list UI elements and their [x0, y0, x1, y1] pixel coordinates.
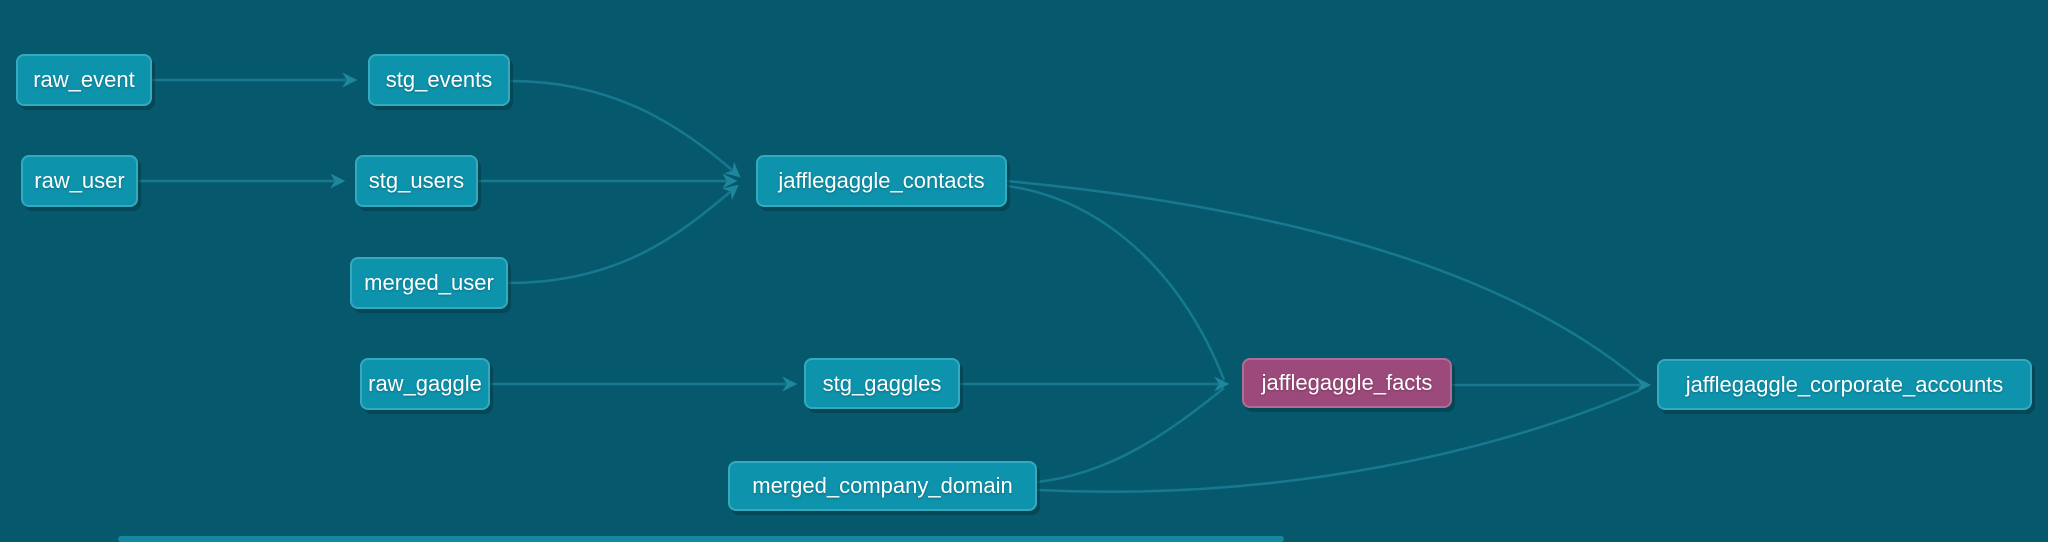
edge-merged_user-to-jafflegaggle_contacts: [507, 184, 739, 285]
node-raw_gaggle[interactable]: raw_gaggle: [360, 358, 490, 410]
horizontal-scrollbar[interactable]: [118, 536, 1284, 542]
edge-stg_events-to-jafflegaggle_contacts: [509, 79, 741, 178]
node-raw_user[interactable]: raw_user: [21, 155, 138, 207]
node-merged_company_domain[interactable]: merged_company_domain: [728, 461, 1037, 511]
edge-merged_company_domain-to-jafflegaggle_facts: [1036, 387, 1225, 484]
node-merged_user[interactable]: merged_user: [350, 257, 508, 309]
edge-jafflegaggle_contacts-to-jafflegaggle_corporate_accounts: [1006, 179, 1641, 382]
node-jafflegaggle_corporate_accounts[interactable]: jafflegaggle_corporate_accounts: [1657, 359, 2032, 410]
node-stg_users[interactable]: stg_users: [355, 155, 478, 207]
node-jafflegaggle_facts[interactable]: jafflegaggle_facts: [1242, 358, 1452, 408]
node-raw_event[interactable]: raw_event: [16, 54, 152, 106]
edge-jafflegaggle_contacts-to-jafflegaggle_facts: [1006, 184, 1226, 381]
edge-merged_company_domain-to-jafflegaggle_corporate_accounts: [1036, 388, 1641, 493]
node-jafflegaggle_contacts[interactable]: jafflegaggle_contacts: [756, 155, 1007, 207]
node-stg_gaggles[interactable]: stg_gaggles: [804, 358, 960, 409]
node-stg_events[interactable]: stg_events: [368, 54, 510, 106]
